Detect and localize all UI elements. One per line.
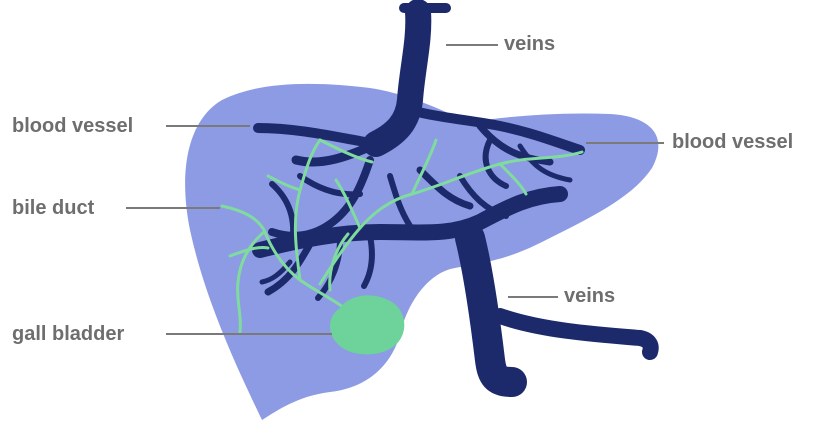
label-veins-top: veins [504,33,555,55]
label-bile-duct: bile duct [12,197,94,219]
label-blood-vessel-right: blood vessel [672,131,793,153]
label-blood-vessel-left: blood vessel [12,115,133,137]
vein-lower-right-tail [500,316,651,352]
label-gall-bladder: gall bladder [12,323,124,345]
label-veins-bottom: veins [564,285,615,307]
